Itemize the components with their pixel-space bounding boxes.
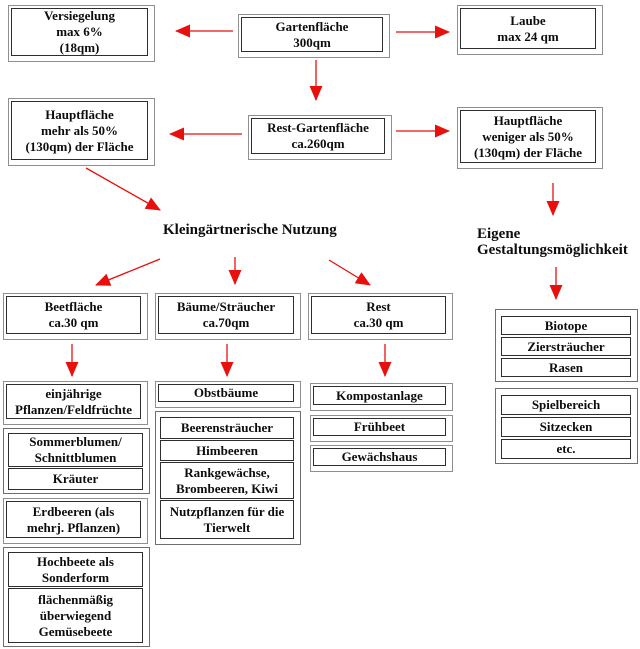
- arrow-nutzung-to-rest: [328, 259, 371, 286]
- node-kraeuter: Kräuter: [8, 468, 143, 490]
- node-fruehbeet: Frühbeet: [310, 415, 453, 442]
- node-hochbeete: Hochbeete als Sonderform: [8, 552, 143, 587]
- node-sitzecken: Sitzecken: [501, 417, 631, 437]
- node-erdbeeren: Erdbeeren (als mehrj. Pflanzen): [3, 498, 148, 544]
- node-versiegelung: Versiegelung max 6% (18qm): [8, 5, 155, 62]
- node-einjaehrige-pflanzen: einjährige Pflanzen/Feldfrüchte: [3, 381, 148, 425]
- node-beerenstraeucher: Beerensträucher: [160, 417, 294, 439]
- node-gemuesebeete: flächenmäßig überwiegend Gemüsebeete: [8, 588, 143, 643]
- label-kleingaertnerische-nutzung: Kleingärtnerische Nutzung: [163, 222, 337, 238]
- arrow-nutzung-to-beetflaeche: [95, 258, 161, 286]
- node-rasen: Rasen: [501, 358, 631, 377]
- node-spielbereich: Spielbereich: [501, 395, 631, 415]
- node-sommerblumen: Sommerblumen/ Schnittblumen: [8, 433, 143, 467]
- node-etc: etc.: [501, 439, 631, 459]
- node-rest: Rest ca.30 qm: [308, 293, 453, 340]
- node-gewaechshaus: Gewächshaus: [310, 445, 453, 472]
- node-obstbaeume: Obstbäume: [155, 381, 301, 408]
- label-eigene-gestaltungsmoeglichkeit: Eigene Gestaltungsmöglichkeit: [477, 226, 628, 258]
- group-spielbereich-etc: Spielbereich Sitzecken etc.: [495, 388, 638, 464]
- node-rankgewaechse: Rankgewächse, Brombeeren, Kiwi: [160, 462, 294, 499]
- arrow-hauptflaeche-links-to-nutzung: [85, 167, 161, 211]
- node-laube: Laube max 24 qm: [457, 5, 603, 55]
- node-rest-gartenflaeche: Rest-Gartenfläche ca.260qm: [248, 115, 392, 160]
- node-kompostanlage: Kompostanlage: [310, 383, 453, 411]
- node-hauptflaeche-rechts: Hauptfläche weniger als 50% (130qm) der …: [457, 107, 603, 169]
- node-beetflaeche: Beetfläche ca.30 qm: [3, 293, 148, 340]
- group-sommerblumen-kraeuter: Sommerblumen/ Schnittblumen Kräuter: [3, 428, 150, 494]
- group-biotope-rasen: Biotope Ziersträucher Rasen: [495, 309, 638, 382]
- node-nutzpflanzen: Nutzpflanzen für die Tierwelt: [160, 500, 294, 539]
- node-baeume-straeucher: Bäume/Sträucher ca.70qm: [155, 293, 301, 340]
- node-gartenflaeche: Gartenfläche 300qm: [238, 14, 390, 58]
- node-hauptflaeche-links: Hauptfläche mehr als 50% (130qm) der Flä…: [8, 98, 155, 166]
- node-himbeeren: Himbeeren: [160, 440, 294, 461]
- node-biotope: Biotope: [501, 316, 631, 335]
- group-straeucher-pflanzen: Beerensträucher Himbeeren Rankgewächse, …: [155, 411, 301, 545]
- group-hochbeete-gemuesebeete: Hochbeete als Sonderform flächenmäßig üb…: [3, 547, 150, 647]
- node-zierstraeucher: Ziersträucher: [501, 337, 631, 356]
